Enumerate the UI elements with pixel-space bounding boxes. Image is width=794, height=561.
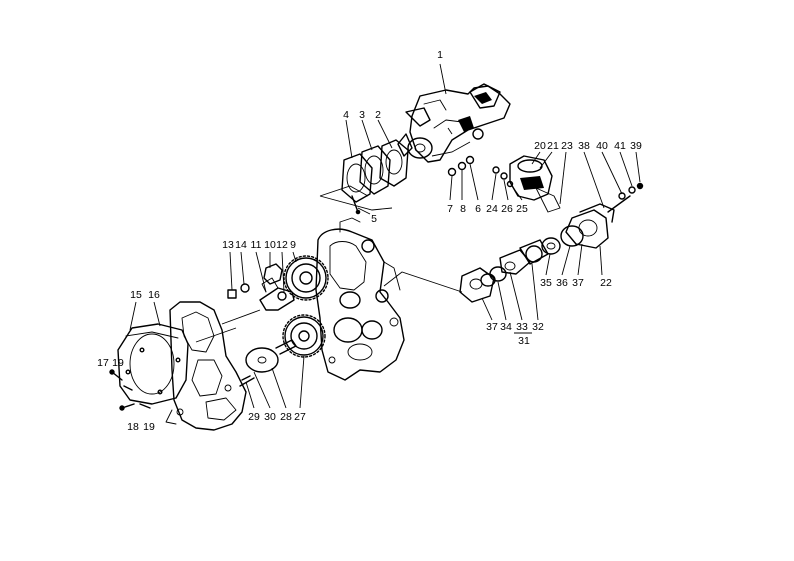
- flywheel-housing: [165, 301, 247, 431]
- callout-16: 16: [148, 289, 160, 301]
- callout-1: 1: [437, 49, 443, 61]
- callout-19-upper: 19: [112, 357, 124, 369]
- crank-gear: [282, 314, 326, 358]
- crank-pulley-parts: [239, 339, 297, 387]
- callout-37-right: 37: [572, 277, 584, 289]
- callout-26: 26: [501, 203, 513, 215]
- callout-3: 3: [359, 109, 365, 121]
- callout-28: 28: [280, 411, 292, 423]
- callout-labels: 1 2 3 4 5 6 7 8 9 10 11 12 13 14 15 16 1…: [97, 49, 642, 433]
- pump-nuts: [447, 155, 475, 177]
- callout-36: 36: [556, 277, 568, 289]
- callout-17: 17: [97, 357, 109, 369]
- callout-31: 31: [518, 335, 530, 347]
- callout-20: 20: [534, 140, 546, 152]
- callout-34: 34: [500, 321, 512, 333]
- callout-10: 10: [264, 239, 276, 251]
- camshaft-gear: [283, 255, 329, 301]
- callout-23: 23: [561, 140, 573, 152]
- callout-15: 15: [130, 289, 142, 301]
- callout-21: 21: [547, 140, 559, 152]
- callout-27: 27: [294, 411, 306, 423]
- cover-bolts: [109, 369, 151, 411]
- callout-38: 38: [578, 140, 590, 152]
- callout-7: 7: [447, 203, 453, 215]
- callout-32: 32: [532, 321, 544, 333]
- callout-39: 39: [630, 140, 642, 152]
- leader-lines: [129, 63, 641, 409]
- callout-11: 11: [251, 239, 262, 251]
- callout-33: 33: [516, 321, 528, 333]
- callout-6: 6: [475, 203, 481, 215]
- injection-pump: [397, 83, 511, 163]
- callout-41: 41: [614, 140, 626, 152]
- callout-13: 13: [222, 239, 234, 251]
- callout-2: 2: [375, 109, 381, 121]
- idler-shaft-parts: [227, 263, 295, 311]
- callout-19-lower: 19: [143, 421, 155, 433]
- callout-24: 24: [486, 203, 498, 215]
- callout-9: 9: [290, 239, 296, 251]
- callout-29: 29: [248, 411, 260, 423]
- callout-30: 30: [264, 411, 276, 423]
- timing-cover-plate: [117, 323, 189, 405]
- rod-and-nuts: [607, 182, 644, 213]
- callout-5: 5: [371, 213, 377, 225]
- pump-flange-gaskets: [341, 139, 409, 215]
- callout-37-lower: 37: [486, 321, 498, 333]
- engine-block-housing: [315, 217, 405, 381]
- callout-14: 14: [235, 239, 247, 251]
- callout-8: 8: [460, 203, 466, 215]
- callout-35: 35: [540, 277, 552, 289]
- drive-flange-right: [459, 203, 615, 303]
- callout-22: 22: [600, 277, 612, 289]
- callout-40: 40: [596, 140, 608, 152]
- callout-12: 12: [276, 239, 288, 251]
- callout-18: 18: [127, 421, 139, 433]
- callout-4: 4: [343, 109, 349, 121]
- callout-25: 25: [516, 203, 528, 215]
